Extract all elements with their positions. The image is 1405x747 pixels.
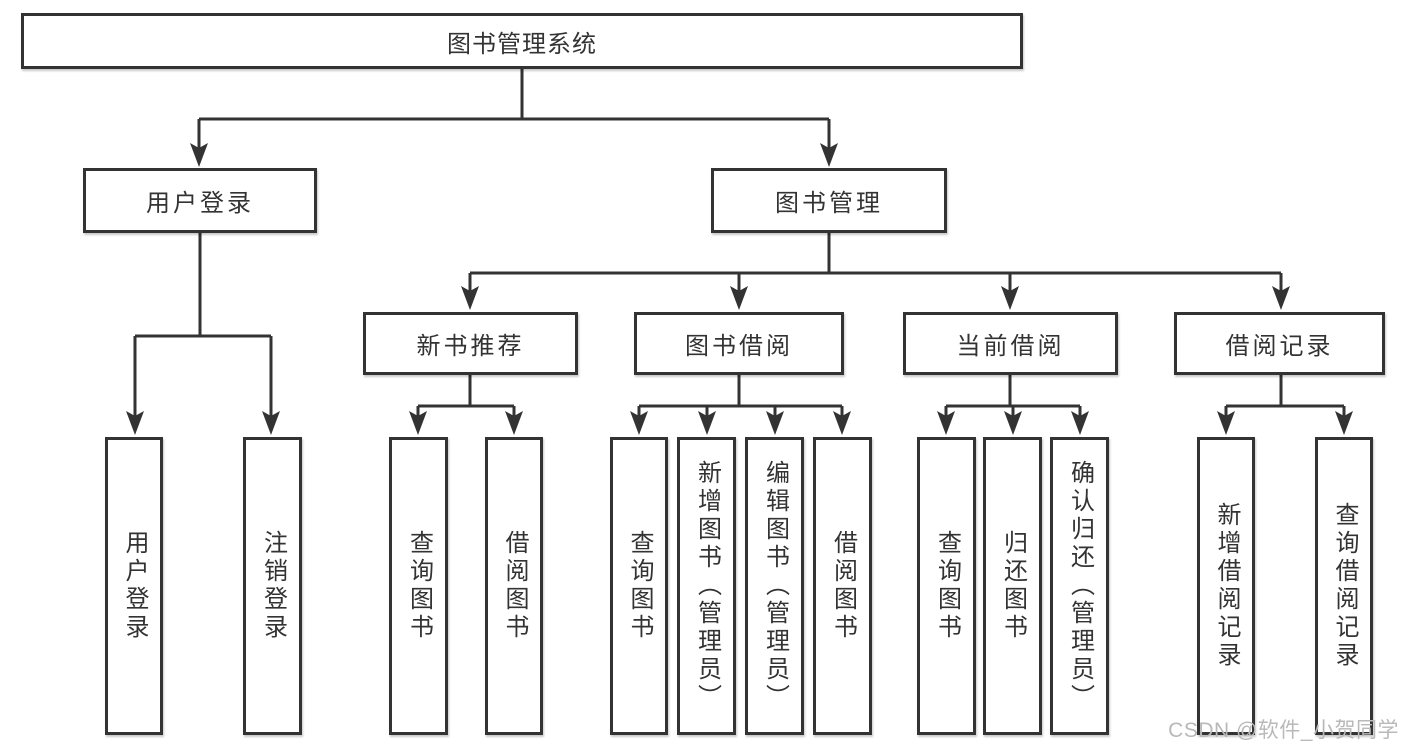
node-label: 图书管理系统 <box>447 30 597 58</box>
node-confirm-return-admin: 确认归还（管理员） <box>1050 437 1109 735</box>
node-query-borrow-record: 查询借阅记录 <box>1315 437 1373 735</box>
node-label: 图书借阅 <box>685 333 793 360</box>
node-library-management-system: 图书管理系统 <box>21 13 1023 69</box>
node-label: 用户登录 <box>121 530 148 642</box>
node-user-login: 用户登录 <box>83 168 317 233</box>
node-label: 查询图书 <box>933 530 961 642</box>
node-label: 借阅图书 <box>501 530 528 642</box>
node-label: 查询图书 <box>626 530 653 642</box>
node-recommend-query-books: 查询图书 <box>389 437 448 735</box>
node-label: 注销登录 <box>259 530 287 642</box>
node-add-borrow-record: 新增借阅记录 <box>1197 437 1255 735</box>
node-book-management: 图书管理 <box>711 168 947 233</box>
node-return-books: 归还图书 <box>983 437 1042 735</box>
node-new-book-recommend: 新书推荐 <box>363 312 578 375</box>
node-label: 归还图书 <box>999 530 1027 642</box>
connector-segments <box>133 69 1346 429</box>
node-borrow-records: 借阅记录 <box>1174 312 1385 375</box>
node-borrow-query-books: 查询图书 <box>610 437 668 735</box>
node-add-books-admin: 新增图书（管理员） <box>677 437 736 735</box>
node-current-query-books: 查询图书 <box>917 437 976 735</box>
node-label: 查询图书 <box>405 530 433 642</box>
node-book-borrow: 图书借阅 <box>634 312 844 375</box>
node-logout-action: 注销登录 <box>243 437 302 735</box>
node-borrow-books: 借阅图书 <box>813 437 872 735</box>
node-label: 借阅图书 <box>829 530 857 642</box>
csdn-watermark: CSDN @软件_小贺同学 <box>1168 719 1399 742</box>
node-current-borrow: 当前借阅 <box>903 312 1118 375</box>
node-edit-books-admin: 编辑图书（管理员） <box>745 437 804 735</box>
node-label: 借阅记录 <box>1225 333 1334 360</box>
node-label: 查询借阅记录 <box>1331 502 1358 670</box>
node-label: 当前借阅 <box>956 333 1065 360</box>
node-login-action: 用户登录 <box>105 437 163 735</box>
node-label: 编辑图书（管理员） <box>761 460 789 712</box>
node-label: 新增图书（管理员） <box>693 460 721 712</box>
node-label: 图书管理 <box>775 190 883 217</box>
node-label: 新书推荐 <box>416 333 525 360</box>
arrowheads <box>126 143 1353 435</box>
node-label: 确认归还（管理员） <box>1066 460 1094 712</box>
node-label: 用户登录 <box>146 190 254 217</box>
node-label: 新增借阅记录 <box>1213 502 1240 670</box>
node-recommend-borrow-books: 借阅图书 <box>485 437 543 735</box>
